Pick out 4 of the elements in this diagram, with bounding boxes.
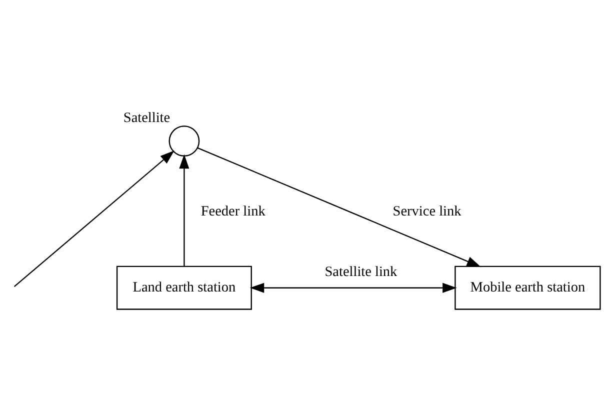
edge-label: Service link xyxy=(392,202,462,219)
edge-label: Satellite link xyxy=(324,264,398,280)
node-label: Satellite xyxy=(123,110,170,126)
edge-label: Feeder link xyxy=(200,202,266,219)
